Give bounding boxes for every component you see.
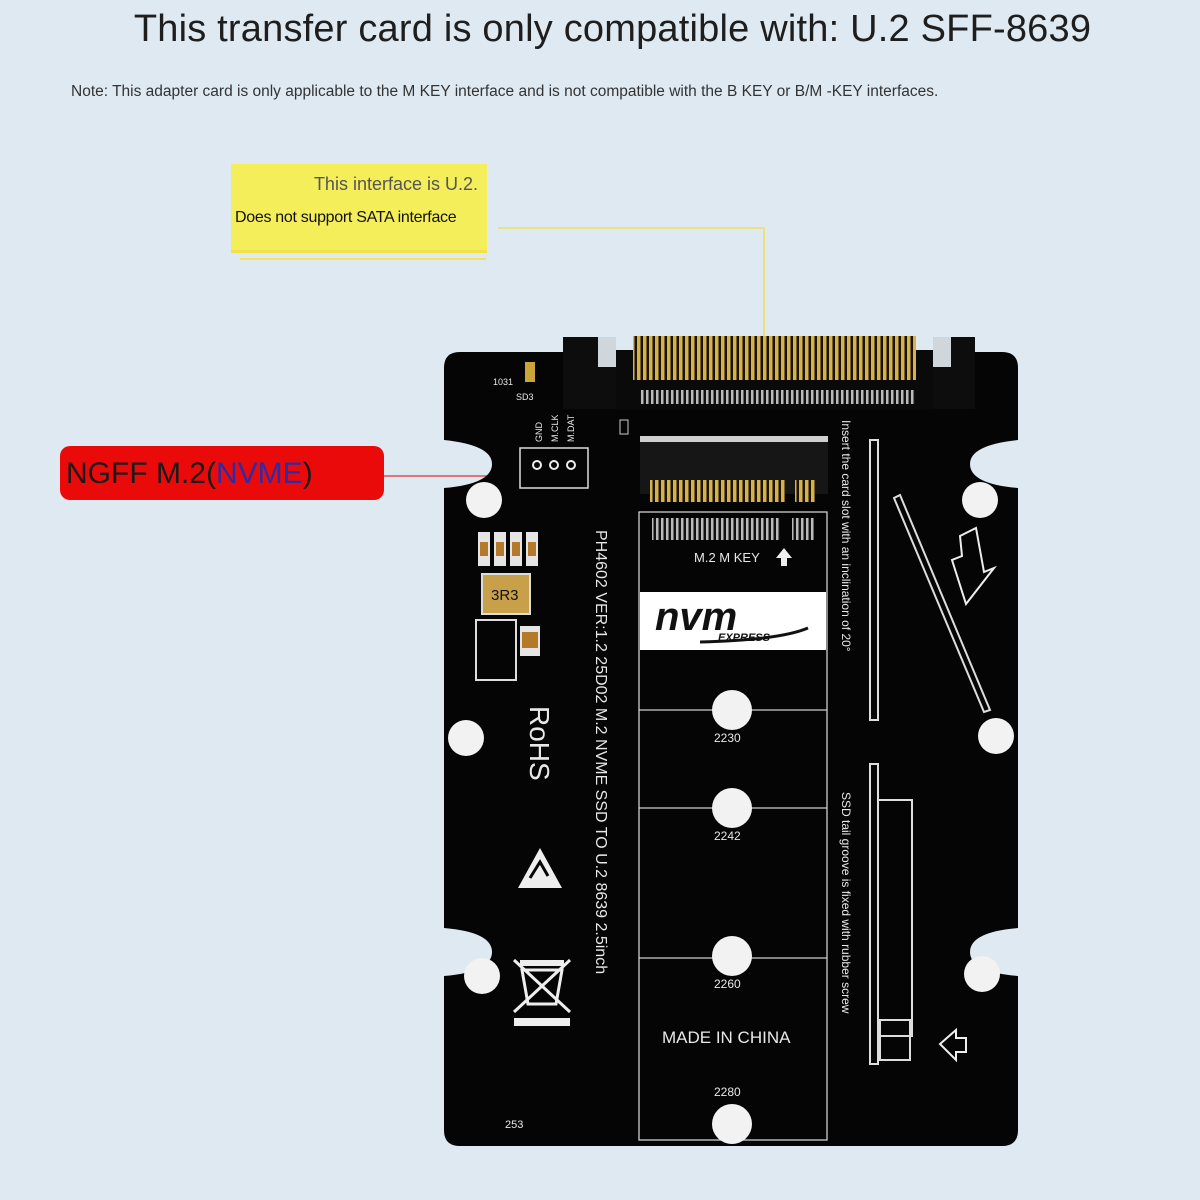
esd-warning-icon (518, 848, 562, 888)
insert-arrow-icon (950, 526, 998, 607)
hole-label-2242: 2242 (714, 829, 741, 843)
insert-instruction-text: Insert the card slot with an inclination… (839, 420, 853, 652)
pin-label-mdat: M.DAT (566, 414, 576, 442)
pcb-board (444, 352, 1018, 1146)
groove-instruction-text: SSD tail groove is fixed with rubber scr… (839, 792, 853, 1014)
ngff-suffix: ) (302, 457, 313, 490)
hole-label-2280: 2280 (714, 1085, 741, 1099)
card-guide-slots (869, 439, 992, 1065)
hole-label-2260: 2260 (714, 977, 741, 991)
model-text: PH4602 VER:1.2 25D02 M.2 NVME SSD TO U.2… (592, 530, 609, 974)
board-screw-holes (448, 482, 1014, 994)
made-in-china-label: MADE IN CHINA (662, 1028, 791, 1047)
up-arrow-icon (776, 548, 792, 566)
board-code-top-2: SD3 (516, 392, 534, 402)
m2-mounting-holes (712, 690, 752, 1144)
yellow-leader-line (498, 227, 765, 345)
pin-label-gnd: GND (534, 422, 544, 443)
u2-interface-callout: This interface is U.2. Does not support … (231, 164, 487, 253)
left-arrow-icon (938, 1027, 967, 1063)
m2-socket (640, 436, 828, 540)
pin-label-mclk: M.CLK (550, 414, 560, 442)
board-code-top: 1031 (493, 377, 513, 387)
callout-line-2: Does not support SATA interface (235, 209, 457, 226)
three-pin-header (519, 447, 589, 489)
callout-line-1: This interface is U.2. (313, 174, 478, 194)
inductor-label: 3R3 (491, 587, 519, 604)
ngff-prefix: NGFF M.2( (66, 457, 216, 490)
headline: This transfer card is only compatible wi… (133, 8, 1092, 50)
nvm-logo-text: nvm (655, 595, 737, 639)
board-code-bottom: 253 (505, 1119, 523, 1131)
compatibility-note: Note: This adapter card is only applicab… (71, 83, 939, 100)
smd-components (475, 532, 540, 681)
ngff-callout-text: NGFF M.2(NVME) (66, 457, 313, 491)
rohs-mark: RoHS (524, 706, 555, 781)
m2-key-label: M.2 M KEY (694, 550, 760, 565)
u2-connector (563, 336, 975, 410)
ngff-highlight: NVME (216, 457, 303, 490)
weee-bin-icon (512, 958, 572, 1026)
ngff-callout: NGFF M.2(NVME) (60, 446, 384, 500)
callout-underline (240, 258, 486, 260)
hole-label-2230: 2230 (714, 731, 741, 745)
